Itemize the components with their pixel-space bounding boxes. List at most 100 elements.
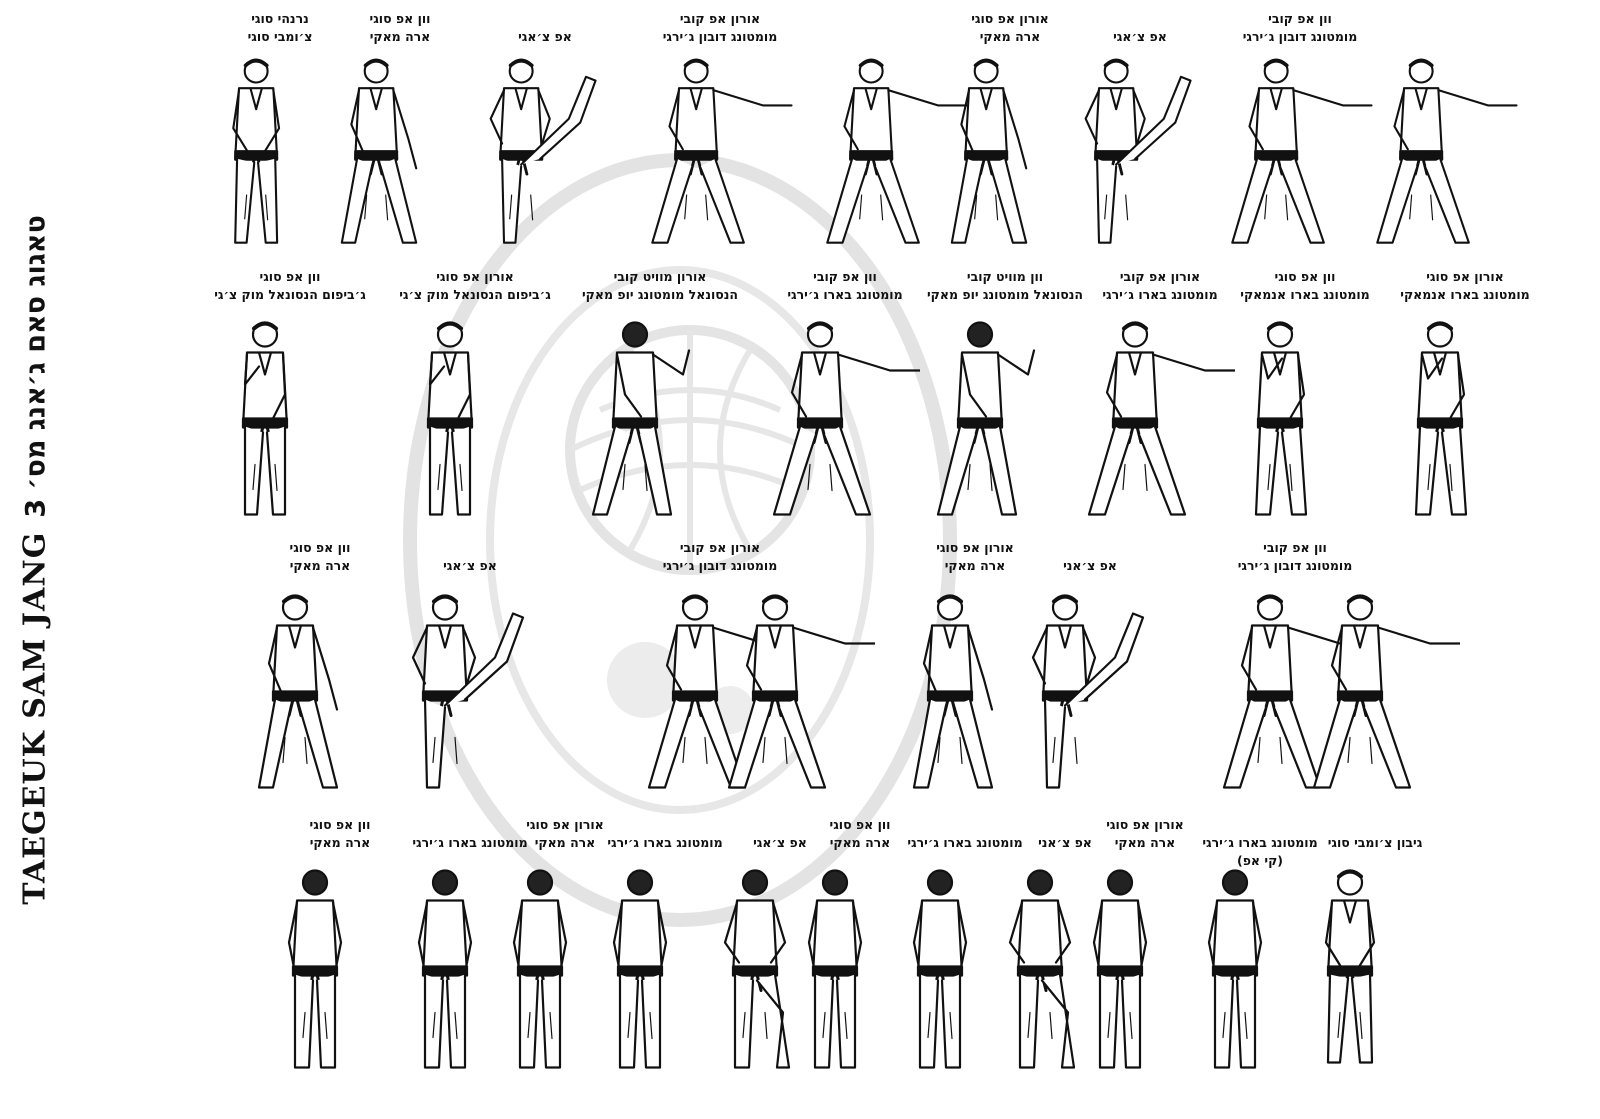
movement-figure — [990, 860, 1140, 1080]
punch-long-figure-icon — [1087, 321, 1235, 516]
caption-line1 — [360, 539, 580, 557]
movement-caption — [1335, 10, 1555, 46]
movement-figure — [490, 860, 640, 1080]
movement-figure — [205, 52, 355, 257]
caption-line2: מומטונג בארו אנמאקי — [1240, 287, 1370, 302]
movement-figure — [645, 585, 795, 805]
caption-line2: הנסונאל מומטונג יופ מאקי — [926, 287, 1084, 302]
caption-line2: ארה מאקי — [979, 29, 1041, 44]
movement-figure — [1225, 52, 1375, 257]
caption-line1: וון אפ סוגי — [309, 817, 371, 832]
back-view-figure-icon — [417, 869, 473, 1069]
caption-line2: אפ צ׳אגי — [443, 558, 497, 573]
caption-line1 — [980, 539, 1200, 557]
movement-figure — [395, 860, 545, 1080]
movement-caption: אפ צ׳אגי — [1030, 10, 1250, 46]
caption-line2: ארה מאקי — [1114, 835, 1176, 850]
caption-line1: וון אפ סוגי — [829, 817, 891, 832]
punch-long-figure-icon — [826, 58, 968, 244]
caption-line2: מומטונג דובון ג׳ירגי — [1237, 558, 1353, 573]
ready-figure-icon — [1324, 869, 1376, 1064]
caption-line1: וון אפ קובי — [1268, 11, 1332, 26]
low-block-figure-icon — [950, 58, 1028, 244]
back-view-figure-icon — [912, 869, 968, 1069]
caption-line2: ארה מאקי — [534, 835, 596, 850]
movement-figure — [1370, 52, 1520, 257]
movement-caption: וון אפ סוגי ארה מאקי — [230, 816, 450, 870]
caption-line2: מומטונג דובון ג׳ירגי — [1242, 29, 1358, 44]
caption-line2: ג׳ביפום הנסונאל מוק צ׳גי — [399, 287, 551, 302]
caption-line1: אורון אפ סוגי — [436, 269, 514, 284]
caption-line2: מומטונג בארו ג׳ירגי — [1202, 835, 1318, 850]
back-view-figure-icon — [807, 869, 863, 1069]
back-view-figure-icon — [612, 869, 668, 1069]
back-view-figure-icon — [512, 869, 568, 1069]
movement-figure — [245, 585, 395, 805]
caption-line1: אורון אפ סוגי — [526, 817, 604, 832]
movement-figure — [1185, 860, 1335, 1080]
low-block-figure-icon — [912, 594, 994, 789]
movement-figure — [470, 52, 620, 257]
caption-line1 — [1265, 816, 1485, 834]
movement-caption: אורון אפ סוגי ג׳ביפום הנסונאל מוק צ׳גי — [365, 268, 585, 304]
movement-caption: אפ צ׳אגי — [360, 539, 580, 575]
caption-line2 — [1335, 28, 1555, 46]
inner-block-figure-icon — [1414, 321, 1468, 516]
caption-line2: מומטונג דובון ג׳ירגי — [662, 29, 778, 44]
movement-figure — [1070, 860, 1220, 1080]
caption-line2: מומטונג בארו ג׳ירגי — [607, 835, 723, 850]
movement-caption: גיבון צ׳ומבי סוגי — [1265, 816, 1485, 870]
caption-line1: וון אפ סוגי — [259, 269, 321, 284]
movement-figure — [725, 585, 875, 805]
movement-figure — [785, 860, 935, 1080]
movement-figure — [1390, 312, 1540, 532]
caption-line2: ג׳ביפום הנסונאל מוק צ׳גי — [214, 287, 366, 302]
movement-figure — [770, 312, 920, 532]
movement-caption: מומטונג בארו ג׳ירגי — [555, 816, 775, 870]
movement-caption: וון אפ סוגי ארה מאקי — [290, 10, 510, 46]
caption-line1: וון אפ קובי — [813, 269, 877, 284]
caption-line2: אפ צ׳אגי — [1113, 29, 1167, 44]
ready-figure-icon — [232, 58, 281, 244]
caption-line1: וון אפ סוגי — [1274, 269, 1336, 284]
punch-long-figure-icon — [1312, 594, 1460, 789]
caption-line2: ארה מאקי — [289, 558, 351, 573]
punch-long-figure-icon — [727, 594, 875, 789]
low-block-figure-icon — [340, 58, 418, 244]
movement-figure — [1310, 585, 1460, 805]
caption-line2: מומטונג בארו ג׳ירגי — [1102, 287, 1218, 302]
movement-caption: מומטונג בארו ג׳ירגי — [360, 816, 580, 870]
caption-line2: צ׳ומבי סוגי — [247, 29, 313, 44]
movement-figure — [585, 312, 735, 532]
movement-caption: אפ צ׳אגי — [435, 10, 655, 46]
movement-figure — [325, 52, 475, 257]
back-stance-figure-icon — [591, 321, 691, 516]
caption-line2: אפ צ׳אגי — [518, 29, 572, 44]
caption-line2 — [1275, 557, 1495, 575]
caption-line1: וון אפ סוגי — [289, 540, 351, 555]
movement-figure — [395, 585, 545, 805]
movement-caption: אפ צ׳אגי — [670, 816, 890, 870]
back-kick-figure-icon — [1008, 869, 1076, 1069]
title-hebrew: טאגוג סאם ג׳אנג מס׳ 3 — [20, 215, 52, 518]
front-kick-figure-icon — [489, 58, 597, 244]
movement-caption: אפ צ׳אני — [980, 539, 1200, 575]
caption-line1: אורון אפ סוגי — [936, 540, 1014, 555]
movement-caption: אורון אפ סוגי ארה מאקי — [455, 816, 675, 870]
front-kick-figure-icon — [411, 594, 525, 789]
caption-line1: וון אפ סוגי — [369, 11, 431, 26]
punch-long-figure-icon — [651, 58, 793, 244]
caption-line1: אורון אפ קובי — [679, 540, 761, 555]
caption-line2: ארה מאקי — [309, 835, 371, 850]
caption-line2: ארה מאקי — [369, 29, 431, 44]
movement-figure — [590, 860, 740, 1080]
